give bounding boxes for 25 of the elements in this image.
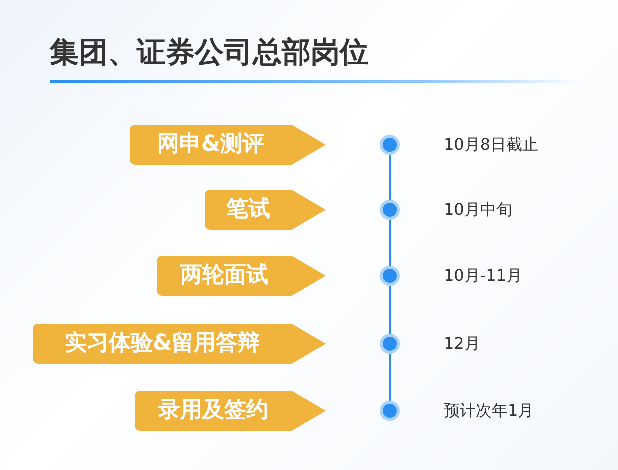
stage-label: 两轮面试 — [180, 262, 270, 290]
stage-label: 网申&测评 — [156, 131, 266, 159]
timeline-dot — [380, 266, 400, 286]
timeline-line — [389, 286, 391, 334]
timeline-dot — [380, 200, 400, 220]
stage-label: 录用及签约 — [157, 397, 270, 425]
callout-tag — [157, 256, 326, 296]
timeline-dot — [380, 401, 400, 421]
timeline-line — [389, 155, 391, 200]
callout-tag — [135, 391, 326, 431]
date-label: 10月8日截止 — [444, 135, 539, 155]
timeline-line — [389, 220, 391, 266]
callout-tag — [130, 125, 326, 165]
stage-label: 笔试 — [226, 196, 272, 224]
timeline-dot — [380, 334, 400, 354]
date-label: 预计次年1月 — [444, 401, 534, 421]
date-label: 12月 — [444, 334, 480, 354]
stage-label: 实习体验&留用答辩 — [64, 330, 262, 358]
timeline-dot — [380, 135, 400, 155]
callout-tag — [205, 190, 326, 230]
callout-tag — [33, 324, 326, 364]
date-label: 10月-11月 — [444, 266, 522, 286]
title: 集团、证券公司总部岗位 — [50, 34, 369, 71]
date-label: 10月中旬 — [444, 200, 512, 220]
timeline-line — [389, 354, 391, 401]
